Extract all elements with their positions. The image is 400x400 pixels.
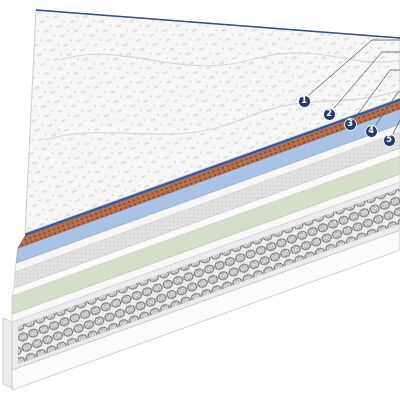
callout-number: 1	[301, 97, 307, 105]
callout-number: 2	[326, 110, 332, 118]
callout-circle: 5	[383, 134, 396, 147]
callout-number: 3	[347, 120, 353, 128]
callout-circle: 3	[344, 118, 357, 131]
callout-circle: 1	[298, 95, 311, 108]
callout-circle: 4	[365, 125, 378, 138]
callout-number: 4	[368, 127, 374, 135]
callout-number: 5	[386, 136, 392, 144]
callout-circle: 2	[323, 108, 336, 121]
